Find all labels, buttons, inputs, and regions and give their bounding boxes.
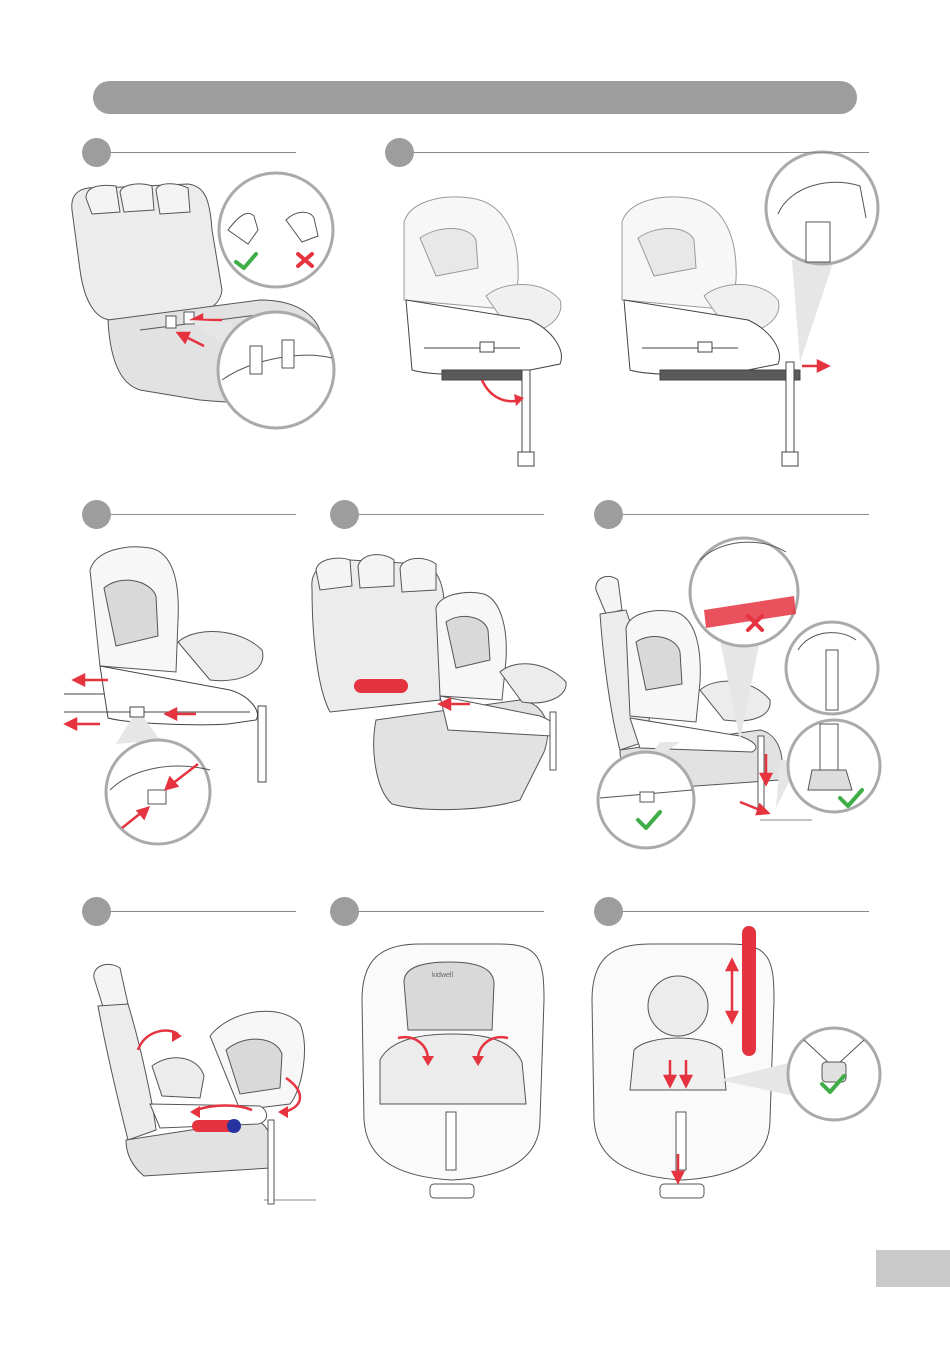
step-4-header <box>330 500 544 530</box>
step-6-vehicle-seat <box>94 964 316 1200</box>
step-5 <box>594 500 869 530</box>
step-5-zoom-cross <box>690 538 798 740</box>
step-6-blue-indicator <box>227 1119 241 1133</box>
step-5-arrows <box>740 754 771 814</box>
step-6-red-indicator <box>192 1120 240 1132</box>
step-2-seat-a <box>404 197 561 334</box>
step-3-zoom <box>106 718 210 844</box>
step-5-zoom-foot <box>776 720 880 812</box>
step-5-vehicle-seat <box>596 576 812 820</box>
step-6-divider <box>111 911 296 912</box>
step-8-zoom <box>720 1028 880 1120</box>
step-7 <box>330 897 544 927</box>
step-1-number <box>82 138 111 167</box>
step-7-arrows <box>398 1037 508 1060</box>
step-5-number <box>594 500 623 529</box>
step-2-pull-arrow <box>802 361 828 371</box>
step-2-header <box>385 138 869 168</box>
step-3-base <box>64 666 266 782</box>
step-3 <box>82 500 296 530</box>
step-2-fold-arrow <box>482 380 520 401</box>
step-2-seat-b <box>622 197 779 334</box>
step-7-header <box>330 897 544 927</box>
step-8-divider <box>623 911 869 912</box>
step-2-base-a <box>406 300 561 466</box>
step-2 <box>385 138 869 168</box>
header-banner <box>93 81 857 114</box>
step-8-arrows <box>665 960 737 1182</box>
step-6-rotate-arrows <box>138 1031 300 1112</box>
step-1-divider <box>111 152 296 153</box>
step-1 <box>82 138 296 438</box>
step-3-header <box>82 500 296 530</box>
step-5-header <box>594 500 869 530</box>
step-2-zoom-beam <box>792 260 834 362</box>
step-5-zoom-buckle <box>598 742 694 848</box>
step-5-divider <box>623 514 869 515</box>
step-4-divider <box>359 514 544 515</box>
step-8-carseat-front <box>592 944 774 1198</box>
step-5-zoom-leg <box>786 622 878 714</box>
step-2-divider <box>414 152 869 153</box>
step-3-seat <box>90 547 263 681</box>
step-3-divider <box>111 514 296 515</box>
step-6 <box>82 897 296 927</box>
step-2-zoom <box>766 152 878 264</box>
step-4-red-indicator <box>354 679 408 693</box>
brand-logo-text: kidwell <box>432 972 453 979</box>
step-1-header <box>82 138 296 168</box>
step-6-header <box>82 897 296 927</box>
step-5-carseat <box>626 611 770 810</box>
step-3-number <box>82 500 111 529</box>
step-6-arrowheads <box>172 1030 288 1118</box>
step-8-red-indicator <box>742 926 756 1056</box>
step-6-number <box>82 897 111 926</box>
step-4-vehicle-seat <box>312 555 548 810</box>
step-8-number <box>594 897 623 926</box>
step-4-carseat <box>436 593 566 770</box>
step-8-header <box>594 897 869 927</box>
step-2-number <box>385 138 414 167</box>
page-number-tab <box>876 1250 950 1287</box>
step-4-push-arrow <box>440 699 470 709</box>
step-7-divider <box>359 911 544 912</box>
step-4-number <box>330 500 359 529</box>
step-4 <box>330 500 544 530</box>
step-6-carseat <box>150 1011 305 1204</box>
step-3-arrows <box>66 675 196 729</box>
step-7-carseat-front <box>362 944 544 1198</box>
step-7-number <box>330 897 359 926</box>
step-8 <box>594 897 869 927</box>
step-2-base-b <box>624 300 800 466</box>
